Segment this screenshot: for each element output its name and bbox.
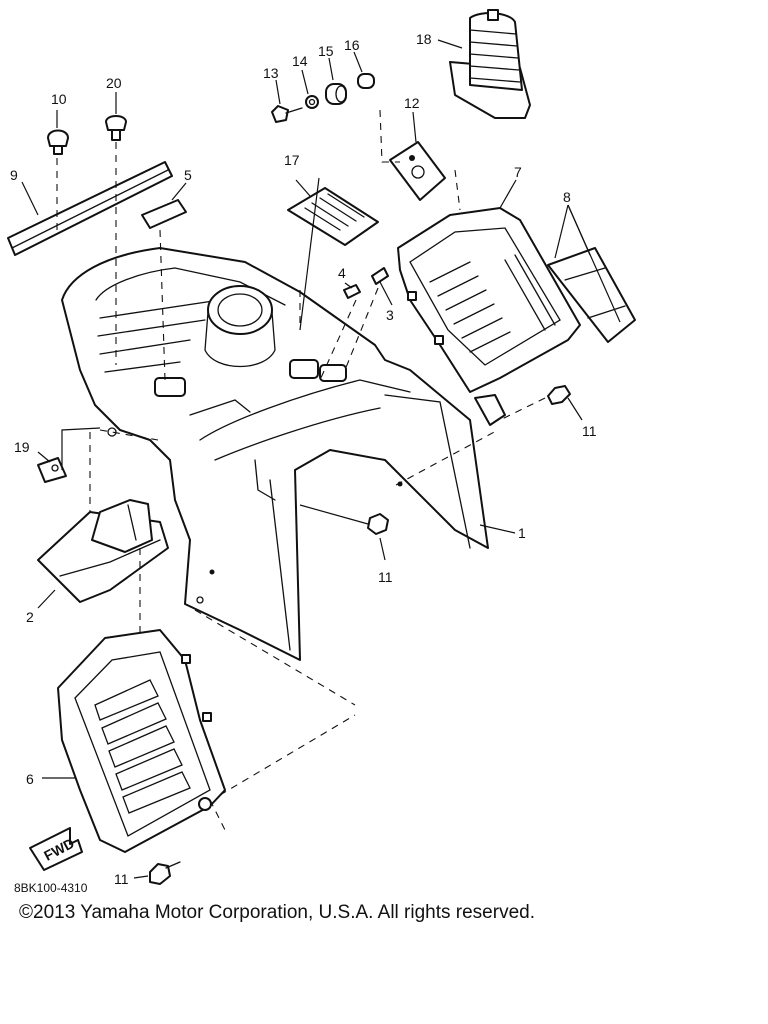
trim-strip	[7, 161, 173, 256]
forward-arrow-icon: FWD	[29, 827, 83, 871]
rubber-boot	[449, 9, 531, 119]
callout-7: 7	[514, 164, 522, 180]
callout-20: 20	[106, 75, 122, 91]
left-side-cover	[57, 629, 226, 853]
assembly-guide-lines	[56, 109, 546, 831]
cover-pads	[547, 247, 636, 343]
right-side-cover	[397, 207, 581, 426]
callout-9: 9	[10, 167, 18, 183]
callout-numbers: 10 20 9 5 13 14 15 16 12 18 17 4 3 7 8 1…	[10, 31, 597, 887]
copyright-notice: ©2013 Yamaha Motor Corporation, U.S.A. A…	[19, 902, 535, 923]
callout-11-center: 11	[378, 569, 393, 585]
small-bracket	[37, 457, 67, 483]
callout-3: 3	[386, 307, 394, 323]
callout-14: 14	[292, 53, 308, 69]
mount-bracket	[389, 141, 446, 201]
callout-leaders	[21, 39, 621, 879]
clip-fasteners	[47, 115, 127, 155]
callout-15: 15	[318, 43, 334, 59]
callout-2: 2	[26, 609, 34, 625]
callout-17: 17	[284, 152, 300, 168]
drawing-code: 8BK100-4310	[14, 881, 88, 895]
callout-18: 18	[416, 31, 432, 47]
callout-6: 6	[26, 771, 34, 787]
callout-12: 12	[404, 95, 420, 111]
callout-11-bottom: 11	[114, 871, 129, 887]
callout-4: 4	[338, 265, 346, 281]
callout-5: 5	[184, 167, 192, 183]
storage-tray	[37, 499, 169, 603]
rear-body-panel	[61, 247, 489, 661]
callout-1: 1	[518, 525, 526, 541]
callout-19: 19	[14, 439, 30, 455]
callout-10: 10	[51, 91, 67, 107]
callout-13: 13	[263, 65, 279, 81]
callout-16: 16	[344, 37, 360, 53]
bolt-washer-set	[271, 73, 375, 123]
screw-bolts	[149, 385, 571, 885]
caution-label	[287, 187, 379, 246]
callout-11-right: 11	[582, 423, 597, 439]
callout-8: 8	[563, 189, 571, 205]
small-clips	[343, 267, 389, 299]
small-plate	[141, 199, 187, 229]
